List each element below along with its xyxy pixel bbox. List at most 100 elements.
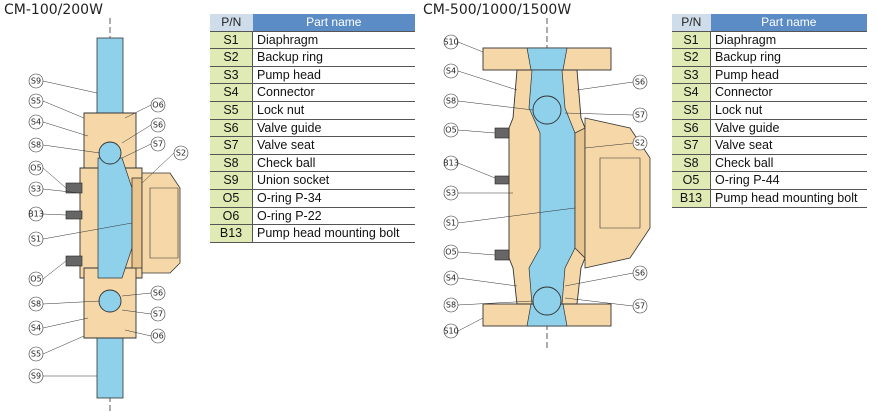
callout-o5-top: O5	[30, 164, 41, 173]
header-part-name: Part name	[710, 14, 867, 32]
callout-s5-top: S5	[31, 97, 41, 106]
part-name-cell: Check ball	[710, 154, 867, 173]
callout-s1: S1	[31, 235, 41, 244]
callout-s5-bottom: S5	[31, 350, 41, 359]
part-number-cell: S7	[672, 136, 711, 155]
callout-o5-bottom: O5	[30, 275, 41, 284]
callout-s9-top: S9	[31, 77, 41, 86]
callout-b13: B13	[28, 210, 44, 219]
part-name-cell: O-ring P-34	[252, 189, 415, 208]
part-name-cell: Valve seat	[710, 136, 867, 155]
part-number-cell: S5	[210, 101, 253, 120]
callout-b13: B13	[443, 159, 459, 168]
callout-o5-top: O5	[445, 126, 456, 135]
part-name-cell: Pump head mounting bolt	[710, 189, 867, 208]
callout-s10-bottom: S10	[443, 327, 458, 336]
callout-s6-top: S6	[153, 121, 163, 130]
callout-s9-bottom: S9	[31, 372, 41, 381]
part-number-cell: S6	[672, 119, 711, 138]
part-number-cell: O6	[210, 207, 253, 226]
part-number-cell: O5	[210, 189, 253, 208]
callout-s6-top: S6	[635, 78, 645, 87]
callout-o6-top: O6	[152, 101, 163, 110]
callout-s4-top: S4	[31, 118, 41, 127]
callout-s7-top: S7	[635, 111, 645, 120]
callout-s8-top: S8	[31, 141, 41, 150]
callout-s7-bottom: S7	[153, 310, 163, 319]
part-number-cell: B13	[210, 224, 253, 243]
part-number-cell: S8	[672, 154, 711, 173]
header-part-name: Part name	[252, 14, 415, 32]
part-name-cell: Check ball	[252, 154, 415, 173]
part-number-cell: S5	[672, 101, 711, 120]
part-name-cell: Diaphragm	[710, 31, 867, 50]
part-number-cell: S9	[210, 171, 253, 190]
callout-s4-top: S4	[446, 67, 456, 76]
part-number-cell: S3	[672, 66, 711, 85]
part-name-cell: Pump head	[710, 66, 867, 85]
callout-s1: S1	[446, 219, 456, 228]
part-name-cell: O-ring P-22	[252, 207, 415, 226]
callout-s3: S3	[31, 185, 41, 194]
part-name-cell: Backup ring	[252, 48, 415, 67]
callout-s7-top: S7	[153, 140, 163, 149]
callout-s8-bottom: S8	[31, 300, 41, 309]
part-number-cell: S4	[672, 83, 711, 102]
part-name-cell: Connector	[252, 83, 415, 102]
callout-s7-bottom: S7	[635, 302, 645, 311]
header-pn: P/N	[672, 14, 711, 32]
part-name-cell: Valve seat	[252, 136, 415, 155]
callout-s8-top: S8	[446, 97, 456, 106]
callout-s8-bottom: S8	[446, 301, 456, 310]
part-name-cell: Pump head	[252, 66, 415, 85]
diagram-small-pump: S9 S5 S4 S8 O5 S3 B13 S1 O5 S8 S4 S5 S9 …	[28, 18, 189, 412]
header-pn: P/N	[210, 14, 253, 32]
part-number-cell: S1	[672, 31, 711, 50]
part-number-cell: S2	[672, 48, 711, 67]
part-number-cell: B13	[672, 189, 711, 208]
part-name-cell: Lock nut	[252, 101, 415, 120]
part-number-cell: S4	[210, 83, 253, 102]
callout-s3: S3	[446, 189, 456, 198]
part-name-cell: Diaphragm	[252, 31, 415, 50]
part-name-cell: Valve guide	[710, 119, 867, 138]
part-name-cell: Backup ring	[710, 48, 867, 67]
part-name-cell: Valve guide	[252, 119, 415, 138]
callout-s2: S2	[176, 149, 186, 158]
part-number-cell: S7	[210, 136, 253, 155]
callout-s4-bottom: S4	[31, 324, 41, 333]
diagram-large-pump: S10 S4 S8 O5 B13 S3 S1 O5 S4 S8 S10 S6 S…	[443, 18, 651, 348]
part-name-cell: O-ring P-44	[710, 171, 867, 190]
part-number-cell: S3	[210, 66, 253, 85]
callout-s10-top: S10	[443, 38, 458, 47]
callout-s2: S2	[635, 139, 645, 148]
title-small-model: CM-100/200W	[4, 2, 103, 18]
part-number-cell: S1	[210, 31, 253, 50]
part-name-cell: Pump head mounting bolt	[252, 224, 415, 243]
part-number-cell: S6	[210, 119, 253, 138]
callout-o5-bottom: O5	[445, 248, 456, 257]
